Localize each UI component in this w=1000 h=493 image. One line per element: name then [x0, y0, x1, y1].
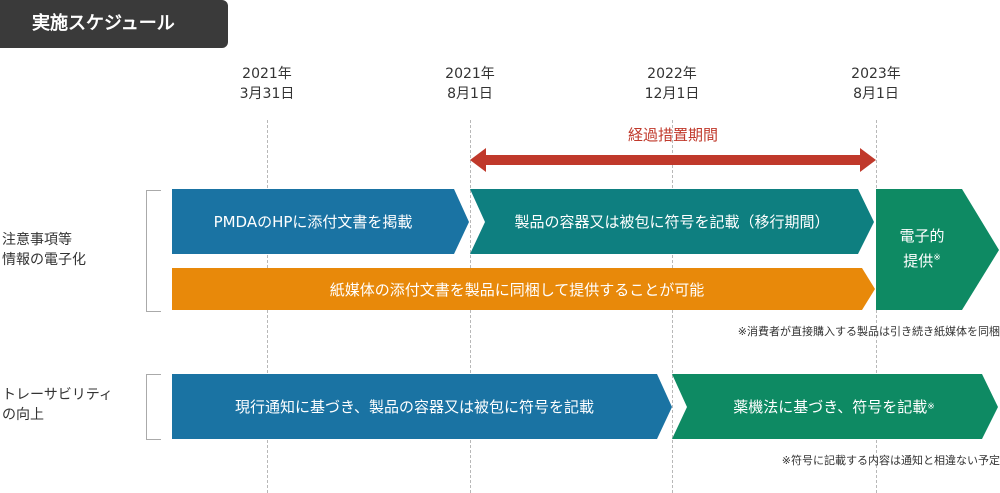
row-label-electronic: 注意事項等 情報の電子化	[2, 230, 86, 270]
row-label-line: の向上	[2, 407, 44, 423]
date-year: 2021年	[242, 66, 292, 82]
bar-electronic-provision	[876, 189, 999, 310]
section-title-tab: 実施スケジュール	[0, 0, 228, 48]
date-header-1: 2021年 3月31日	[207, 64, 327, 104]
bar-pmda-posting-label: PMDAのHPに添付文書を掲載	[213, 213, 413, 231]
bar-current-notice-label: 現行通知に基づき、製品の容器又は被包に符号を記載	[235, 398, 594, 416]
note-mark: ※	[927, 401, 935, 412]
date-day: 8月1日	[447, 86, 493, 102]
row2-footnote: ※符号に記載する内容は通知と相違ない予定	[781, 454, 1000, 467]
date-year: 2022年	[647, 66, 697, 82]
bar-text-line: 薬機法に基づき、符号を記載	[733, 398, 928, 416]
date-year: 2023年	[851, 66, 901, 82]
date-day: 3月31日	[239, 86, 295, 102]
date-day: 12月1日	[644, 86, 700, 102]
bar-text-line: 電子的	[899, 226, 945, 245]
section-title: 実施スケジュール	[32, 13, 175, 34]
date-header-4: 2023年 8月1日	[816, 64, 936, 104]
row-bracket	[146, 374, 161, 440]
date-header-3: 2022年 12月1日	[612, 64, 732, 104]
bar-pmda-posting	[172, 189, 469, 254]
row-label-line: 情報の電子化	[2, 252, 86, 268]
date-year: 2021年	[445, 66, 495, 82]
row-label-line: トレーサビリティ	[2, 387, 113, 403]
transition-period-label: 経過措置期間	[627, 126, 718, 144]
bar-text-line: 提供	[903, 251, 934, 270]
bar-pmd-act	[672, 374, 998, 439]
bar-code-transition	[470, 189, 874, 254]
row-bracket	[146, 190, 161, 312]
row-label-traceability: トレーサビリティ の向上	[2, 385, 113, 425]
row-label-line: 注意事項等	[2, 232, 72, 248]
date-header-2: 2021年 8月1日	[410, 64, 530, 104]
row1-footnote: ※消費者が直接購入する製品は引き続き紙媒体を同梱	[737, 325, 1000, 338]
bar-code-transition-label: 製品の容器又は被包に符号を記載（移行期間）	[514, 213, 830, 231]
date-day: 8月1日	[853, 86, 899, 102]
transition-period-arrow	[470, 148, 876, 172]
bar-pmd-act-label: 薬機法に基づき、符号を記載※	[684, 374, 984, 439]
bar-electronic-provision-label: 電子的 提供※	[880, 225, 964, 271]
bar-current-notice	[172, 374, 672, 439]
bar-paper-insert	[172, 268, 875, 310]
bar-paper-insert-label: 紙媒体の添付文書を製品に同梱して提供することが可能	[329, 280, 705, 299]
note-mark: ※	[933, 252, 941, 263]
